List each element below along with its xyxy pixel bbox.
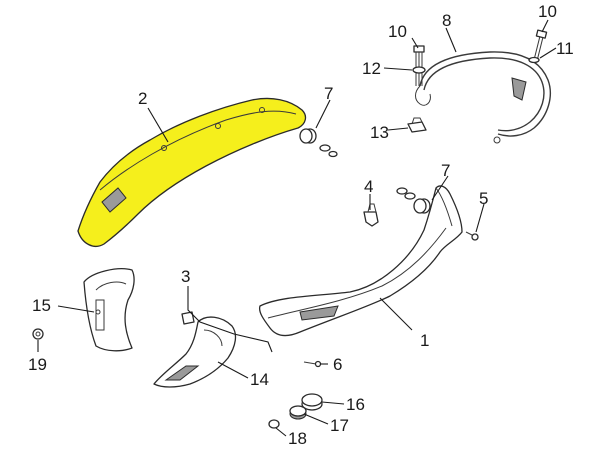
callout-16: 16 [346,395,365,414]
callout-4: 4 [364,177,373,196]
part-16-grommet [301,393,323,411]
callout-8: 8 [442,11,451,30]
callout-6: 6 [333,355,342,374]
part-8-bracket [415,51,552,144]
callout-15: 15 [32,296,51,315]
part-19-nut [32,328,44,340]
callout-10-left: 10 [388,22,407,41]
part-14-lower-shield [153,316,237,388]
part-7-grommet-upper [299,128,338,158]
callout-17: 17 [330,416,349,435]
callout-labels: 1 2 3 4 5 6 7 7 8 10 10 11 12 13 14 15 1… [28,2,574,448]
part-1-lower-trim [258,185,463,337]
part-5-screw [465,231,479,241]
part-7-grommet-lower [396,187,431,214]
part-10-bolt-left [413,45,425,86]
part-17-grommet [289,405,307,420]
callout-12: 12 [362,59,381,78]
part-15-side-bracket [83,268,135,352]
part-13-clip [407,117,427,133]
callout-18: 18 [288,429,307,448]
part-3-clip [181,311,195,325]
part-6-screw [303,360,322,368]
callout-3: 3 [181,267,190,286]
callout-13: 13 [370,123,389,142]
part-12-washer [412,66,426,74]
callout-7-lower: 7 [441,161,450,180]
part-10-bolt-right [533,29,548,62]
callout-7-upper: 7 [324,84,333,103]
callout-1: 1 [420,331,429,350]
leader-lines [37,19,557,437]
part-11-washer [528,56,540,64]
callout-19: 19 [28,355,47,374]
part-2-upper-trim [77,97,307,247]
part-4-clip [363,203,379,227]
callout-14: 14 [250,370,269,389]
part-18-nut [268,419,280,429]
callout-5: 5 [479,189,488,208]
callout-2: 2 [138,89,147,108]
callout-10-right: 10 [538,2,557,21]
callout-11: 11 [556,39,574,58]
